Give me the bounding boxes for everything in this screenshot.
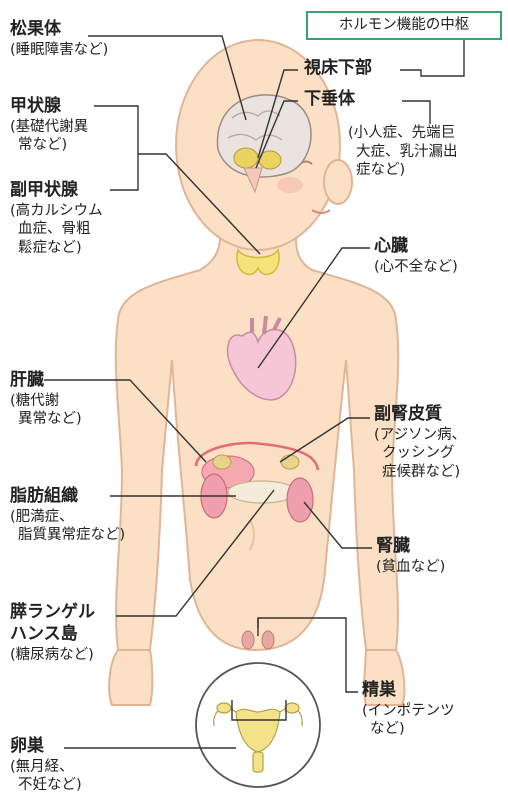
parathyroid-name: 副甲状腺 [10,180,103,202]
cheek [277,177,303,193]
testis-name: 精巣 [362,680,455,702]
label-pituitary-note: (小人症、先端巨 大症、乳汁漏出 症など) [348,124,458,180]
parathyroid-note-line2: 血症、骨粗 [10,220,103,239]
pancreas-note: (糖尿病など) [10,646,95,665]
parathyroid-note-line3: 鬆症など) [10,239,103,258]
label-thalamus: 視床下部 [304,58,372,80]
kidney-name: 腎臓 [376,536,445,558]
liver-name: 肝臓 [10,370,82,392]
pineal-note: (睡眠障害など) [10,41,108,60]
label-pineal: 松果体 (睡眠障害など) [10,19,108,59]
thyroid-note-line1: (基礎代謝異 [10,118,88,137]
thyroid-name: 甲状腺 [10,96,88,118]
adipose-note-line1: (肥満症、 [10,508,125,527]
label-liver: 肝臓 (糖代謝 異常など) [10,370,82,429]
thyroid-note-line2: 常など) [10,136,88,155]
adrenal-right [281,455,299,469]
heart-name: 心臓 [374,236,458,258]
pancreas-organ [228,481,296,503]
label-thyroid: 甲状腺 (基礎代謝異 常など) [10,96,88,155]
adrenal-note-line3: 症候群など) [374,463,466,482]
pancreas-name-line2: ハンス島 [10,624,95,646]
label-kidney: 腎臓 (貧血など) [376,536,445,576]
adipose-note-line2: 脂質異常症など) [10,526,125,545]
thalamus-name: 視床下部 [304,58,372,80]
label-heart: 心臓 (心不全など) [374,236,458,276]
label-adrenal: 副腎皮質 (アジソン病、 クッシング 症候群など) [374,404,466,481]
heart-note: (心不全など) [374,258,458,277]
hormone-center-box: ホルモン機能の中枢 [306,11,502,40]
ovary-note-line1: (無月経、 [10,758,82,777]
adrenal-note-line1: (アジソン病、 [374,426,466,445]
adrenal-name: 副腎皮質 [374,404,466,426]
pituitary-note-line2: 大症、乳汁漏出 [348,143,458,162]
adrenal-left [213,455,231,469]
label-testis: 精巣 (インポテンツ など) [362,680,455,739]
liver-note-line1: (糖代謝 [10,392,82,411]
label-ovary: 卵巣 (無月経、 不妊など) [10,736,82,795]
label-pancreas: 膵ランゲル ハンス島 (糖尿病など) [10,602,95,664]
adrenal-note-line2: クッシング [374,444,466,463]
parathyroid-note-line1: (高カルシウム [10,202,103,221]
pituitary-name: 下垂体 [304,89,355,111]
kidney-note: (貧血など) [376,558,445,577]
label-parathyroid: 副甲状腺 (高カルシウム 血症、骨粗 鬆症など) [10,180,103,257]
pineal-name: 松果体 [10,19,108,41]
testis-note-line1: (インポテンツ [362,702,455,721]
adipose-name: 脂肪組織 [10,486,125,508]
label-adipose: 脂肪組織 (肥満症、 脂質異常症など) [10,486,125,545]
liver-note-line2: 異常など) [10,410,82,429]
ovary-note-line2: 不妊など) [10,776,82,795]
testis-note-line2: など) [362,720,455,739]
kidney-right [287,478,313,522]
label-pituitary: 下垂体 [304,89,355,111]
pituitary-note-line1: (小人症、先端巨 [348,124,458,143]
pituitary-note-line3: 症など) [348,161,458,180]
ovary-name: 卵巣 [10,736,82,758]
pancreas-name-line1: 膵ランゲル [10,602,95,624]
